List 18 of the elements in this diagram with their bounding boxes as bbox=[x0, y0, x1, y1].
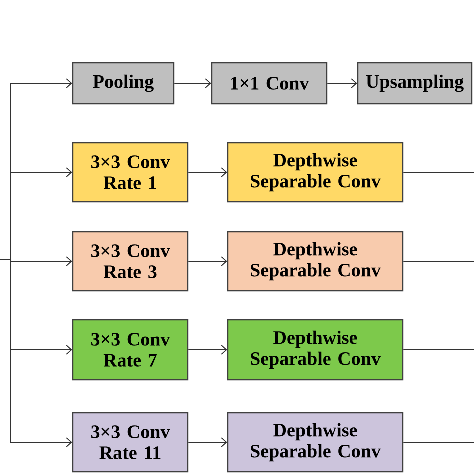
arrow bbox=[0, 260, 72, 448]
arrow bbox=[188, 168, 228, 178]
process-box: 1×1 Conv bbox=[211, 62, 328, 105]
arrow bbox=[327, 78, 358, 88]
convolution-box: Depthwise Separable Conv bbox=[227, 231, 404, 292]
convolution-box: 3×3 Conv Rate 3 bbox=[72, 231, 189, 292]
convolution-box: Depthwise Separable Conv bbox=[227, 319, 404, 381]
arrow bbox=[188, 438, 228, 448]
convolution-box: Depthwise Separable Conv bbox=[227, 142, 404, 203]
convolution-box: 3×3 Conv Rate 1 bbox=[72, 142, 189, 203]
arrow bbox=[174, 78, 212, 88]
process-box: Pooling bbox=[72, 62, 175, 105]
process-box: Upsampling bbox=[357, 62, 473, 105]
convolution-box: 3×3 Conv Rate 7 bbox=[72, 319, 189, 381]
arrow bbox=[188, 256, 228, 266]
convolution-box: Depthwise Separable Conv bbox=[227, 412, 404, 473]
convolution-box: 3×3 Conv Rate 11 bbox=[72, 412, 189, 473]
arrow bbox=[188, 345, 228, 355]
